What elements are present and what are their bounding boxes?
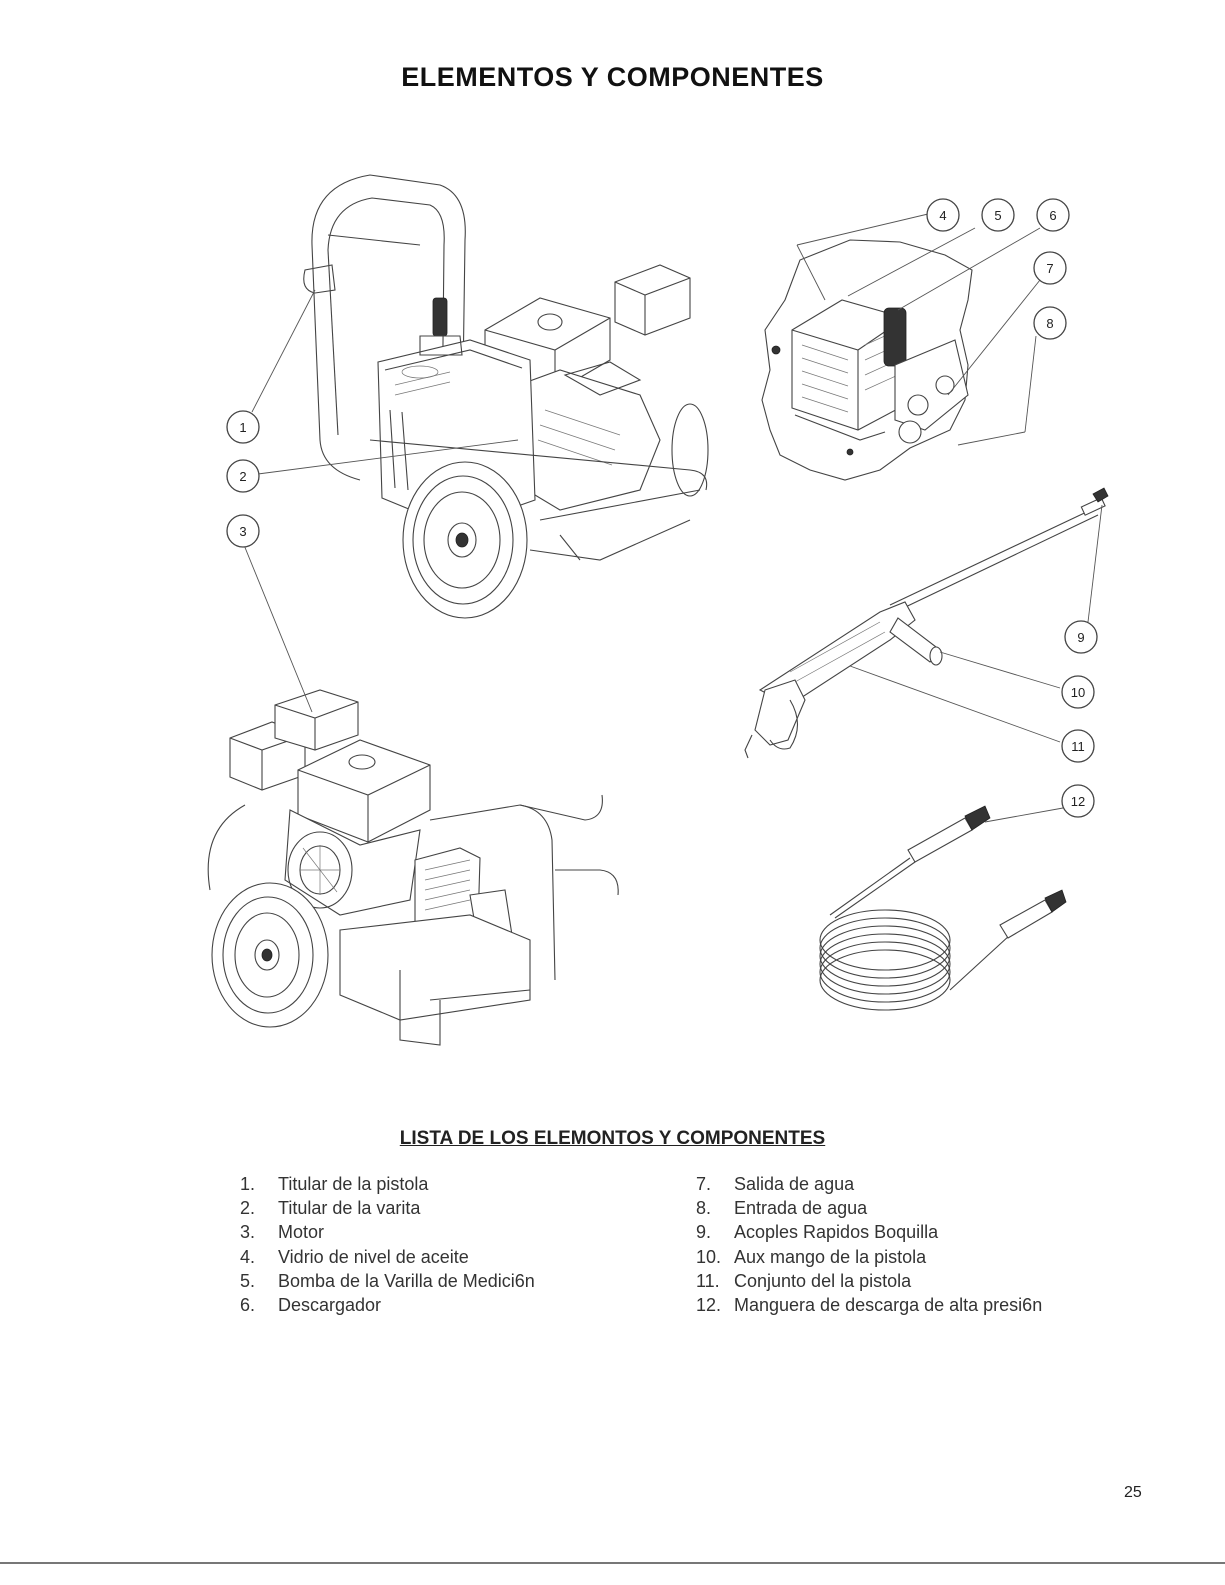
svg-text:11: 11 [1071,739,1085,754]
parts-list-right: 7.Salida de agua 8.Entrada de agua 9.Aco… [696,1172,1042,1317]
callout-10: 10 [1061,675,1095,709]
callout-4: 4 [926,198,960,232]
list-item: 2.Titular de la varita [240,1198,421,1219]
list-item: 4.Vidrio de nivel de aceite [240,1246,469,1267]
parts-list-title: LISTA DE LOS ELEMONTOS Y COMPONENTES [399,1128,826,1149]
callout-3: 3 [226,514,260,548]
list-item: 7.Salida de agua [696,1174,855,1194]
list-item: 6.Descargador [240,1295,382,1316]
svg-text:8: 8 [1046,316,1053,331]
leader-lines [243,213,1103,823]
callout-11: 11 [1061,729,1095,763]
callout-9: 9 [1064,620,1098,654]
svg-text:6: 6 [1049,208,1056,223]
list-item: 3.Motor [240,1222,325,1243]
pump-detail [761,239,973,481]
svg-text:5: 5 [994,208,1001,223]
svg-text:12: 12 [1071,794,1085,809]
spray-gun-assembly [744,487,1109,759]
list-item: 10.Aux mango de la pistola [696,1246,927,1267]
svg-text:10: 10 [1071,685,1085,700]
parts-list-left: 1.Titular de la pistola 2.Titular de la … [240,1172,535,1317]
page-title: ELEMENTOS Y COMPONENTES [401,62,824,92]
svg-text:7: 7 [1046,261,1053,276]
svg-text:3: 3 [239,524,246,539]
svg-text:4: 4 [939,208,946,223]
pressure-washer-front-view [303,174,709,619]
list-item: 1.Titular de la pistola [240,1174,429,1194]
bottom-rule [0,1562,1225,1564]
svg-text:1: 1 [239,420,246,435]
callout-12: 12 [1061,784,1095,818]
callout-7: 7 [1033,251,1067,285]
svg-text:9: 9 [1077,630,1084,645]
parts-diagram: 1 2 3 4 5 6 7 8 9 10 11 12 [207,174,1109,1046]
callout-1: 1 [226,410,260,444]
list-item: 11.Conjunto del la pistola [696,1270,912,1291]
list-item: 5.Bomba de la Varilla de Medici6n [240,1270,535,1291]
page-number: 25 [1124,1484,1142,1501]
list-item: 12.Manguera de descarga de alta presi6n [696,1295,1043,1316]
callout-6: 6 [1036,198,1070,232]
high-pressure-hose [819,805,1067,1011]
pressure-washer-rear-view [207,689,619,1046]
callout-2: 2 [226,459,260,493]
callout-5: 5 [981,198,1015,232]
callout-8: 8 [1033,306,1067,340]
list-item: 8.Entrada de agua [696,1198,868,1219]
svg-text:2: 2 [239,469,246,484]
list-item: 9.Acoples Rapidos Boquilla [696,1222,939,1243]
